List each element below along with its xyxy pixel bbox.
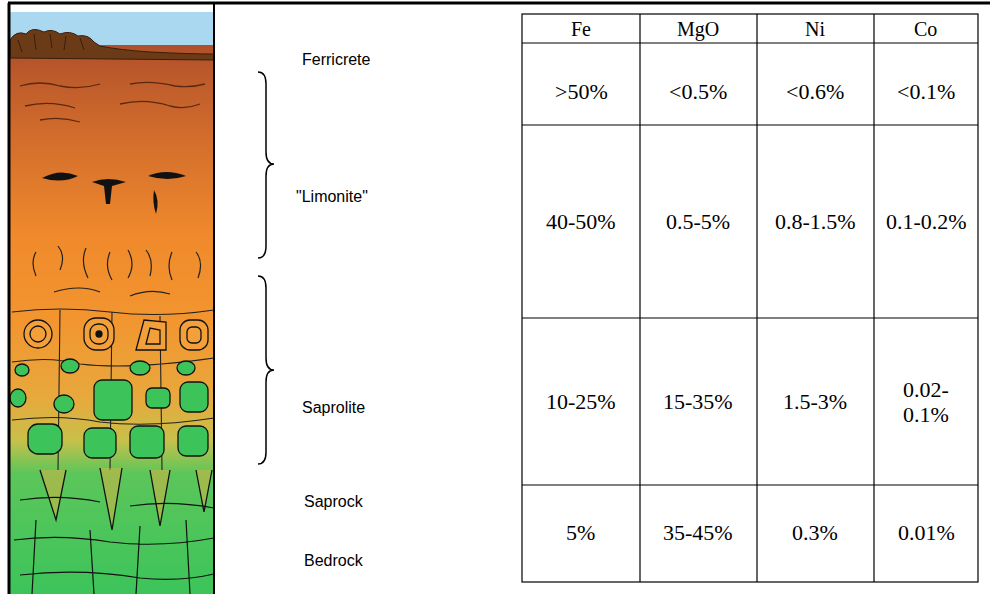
table-grid [522,14,978,582]
illustration-stroke [84,428,116,458]
layer-label: Bedrock [304,552,363,570]
illustration-stroke [8,2,990,5]
table-cell: 35-45% [663,520,733,546]
table-cell: 0.3% [792,520,838,546]
illustration-stroke [258,276,274,464]
table-cell: 40-50% [546,209,616,235]
table-cell: 0.02- 0.1% [893,377,959,428]
table-cell: 1.5-3% [783,389,847,415]
illustration-stroke [10,29,214,60]
illustration-stroke [148,172,186,179]
illustration-stroke [130,426,164,458]
bracket [258,72,274,464]
table-cell: <0.6% [786,79,844,105]
illustration-stroke [30,326,46,342]
illustration-stroke [180,382,208,412]
illustration-stroke [522,317,978,318]
illustration-stroke [639,14,640,582]
illustration-stroke [136,320,166,350]
illustration-stroke [90,324,108,344]
illustration-stroke [42,172,78,180]
illustration-stroke [10,389,26,407]
illustration-stroke [10,45,214,594]
table-header: MgO [677,18,719,41]
illustration-stroke [12,309,214,470]
table-cell: 10-25% [546,389,616,415]
illustration-stroke [522,124,978,125]
illustration-stroke [20,82,205,122]
illustration-stroke [33,246,201,296]
layer-label: Ferricrete [302,51,370,69]
illustration-stroke [756,14,757,582]
illustration-stroke [92,179,126,204]
illustration-stroke [130,361,150,375]
illustration-stroke [14,497,214,594]
table-cell: <0.5% [669,79,727,105]
profile-column [10,12,214,594]
illustration-stroke [522,484,978,485]
illustration-stroke [61,359,79,373]
table-cell: 5% [566,520,595,546]
illustration-stroke [258,72,274,258]
illustration-stroke [187,327,201,343]
table-cell: 0.1-0.2% [886,209,967,235]
illustration-stroke [10,359,208,458]
layer-label: Saprolite [302,399,365,417]
illustration-stroke [24,320,52,348]
illustration-stroke [146,328,160,344]
illustration-stroke [178,426,208,456]
illustration-stroke [522,14,978,582]
table-cell: 15-35% [663,389,733,415]
illustration-stroke [8,3,11,594]
table-header: Ni [805,18,825,41]
illustration-stroke [24,318,208,350]
table-cell: >50% [555,79,608,105]
table-cell: 0.01% [898,520,955,546]
layer-label: Saprock [304,493,363,511]
illustration-stroke [54,395,74,413]
layer-label: "Limonite" [296,188,368,206]
table-cell: <0.1% [897,79,955,105]
illustration-stroke [522,42,978,43]
illustration-stroke [180,320,208,350]
illustration-stroke [84,318,114,350]
illustration-stroke [28,424,62,454]
illustration-stroke [18,34,84,52]
illustration-stroke [15,364,29,376]
illustration-stroke [96,331,102,337]
table-header: Fe [571,18,591,41]
illustration-stroke [177,361,195,375]
table-cell: 0.8-1.5% [775,209,856,235]
illustration-stroke [213,3,215,594]
illustration-stroke [94,380,132,420]
illustration-stroke [146,388,170,408]
table-header: Co [914,18,937,41]
illustration-stroke [153,190,157,214]
illustration-stroke [873,14,874,582]
frame [8,3,990,594]
table-cell: 0.5-5% [666,209,730,235]
